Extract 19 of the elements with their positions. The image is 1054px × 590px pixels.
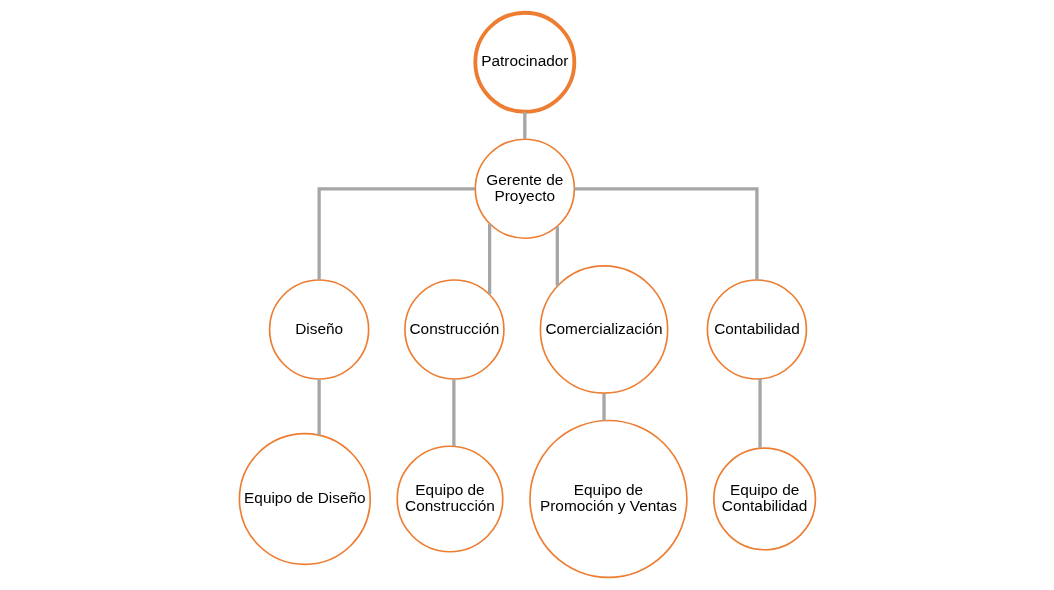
node-circle: Comercialización [539,265,668,394]
node-circle: Equipo de Contabilidad [712,447,816,551]
connector [555,226,559,286]
node-circle: Equipo de Promoción y Ventas [528,419,688,579]
node-circle: Gerente de Proyecto [474,138,575,240]
node-circle: Contabilidad [706,279,807,380]
node-circle: Equipo de Diseño [238,432,371,566]
connector [522,111,526,139]
node-circle: Equipo de Construcción [395,445,504,553]
connector [757,378,762,448]
connector [451,379,455,447]
connector [316,379,321,435]
connector [487,223,491,295]
node-circle: Construcción [403,279,505,380]
connector [601,393,606,421]
node-circle: Patrocinador [472,10,576,114]
connector [316,187,475,280]
node-circle: Diseño [268,279,369,380]
connector [573,187,759,280]
